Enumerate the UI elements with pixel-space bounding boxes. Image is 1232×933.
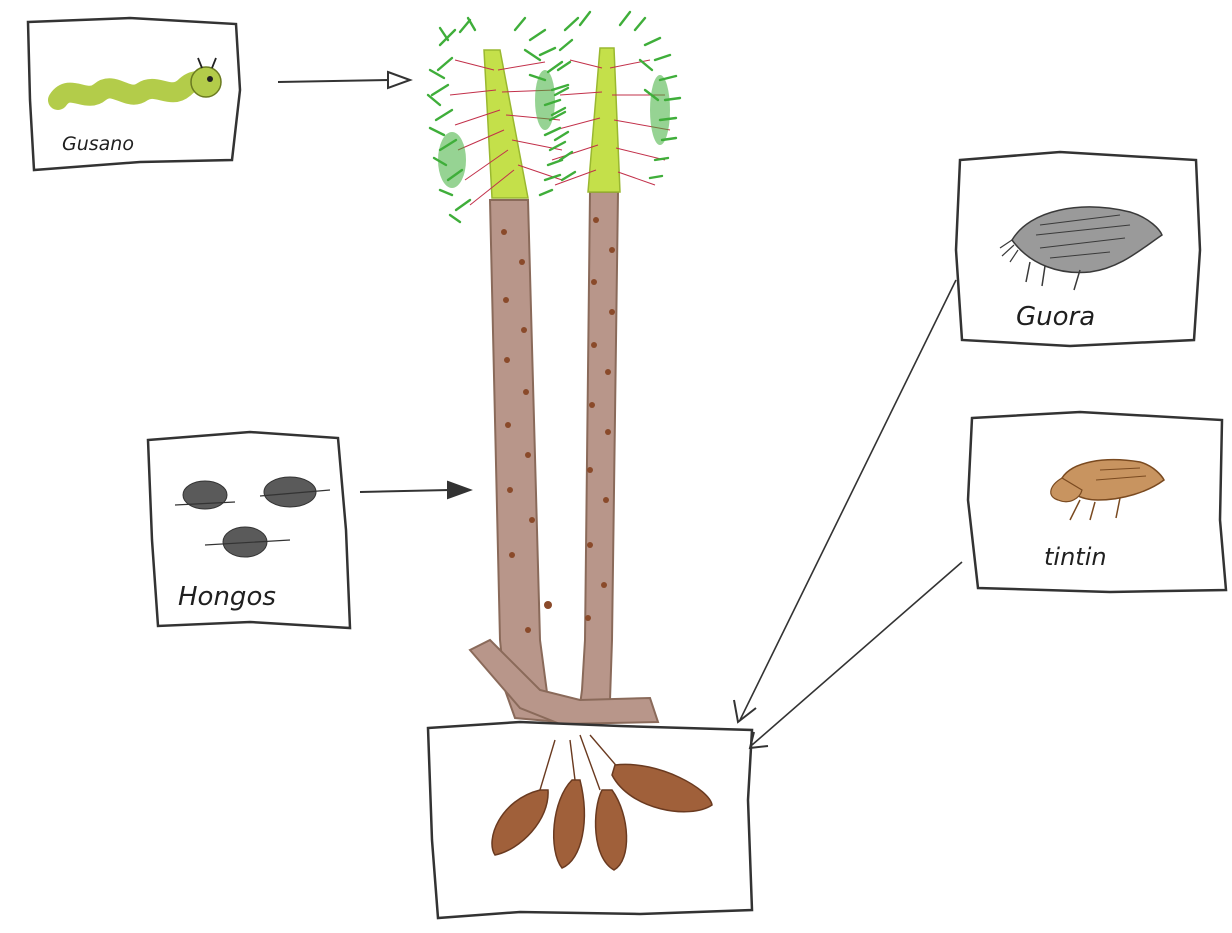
plant-icon xyxy=(428,12,680,724)
tintin-label: tintin xyxy=(1044,543,1107,571)
worm-arrow xyxy=(278,80,390,82)
tintin-box: tintin xyxy=(968,412,1226,592)
rat-box: Guora xyxy=(956,152,1200,346)
tintin-arrow xyxy=(752,562,962,745)
fungi-box: Hongos xyxy=(148,432,350,628)
tubers-box-frame xyxy=(428,722,752,918)
rat-arrow xyxy=(740,280,956,720)
leaves-fill xyxy=(438,70,670,188)
worm-label: Gusano xyxy=(62,133,134,155)
leaf-veins xyxy=(450,60,670,205)
worm-box: Gusano xyxy=(28,18,240,170)
rat-label: Guora xyxy=(1016,302,1095,332)
fungi-arrowhead xyxy=(448,482,470,498)
right-stem xyxy=(578,192,620,722)
stem-base xyxy=(470,640,658,724)
fungi-arrow xyxy=(360,490,450,492)
tubers-box xyxy=(428,722,752,918)
fungi-label: Hongos xyxy=(178,582,276,612)
leaves xyxy=(428,12,680,222)
worm-arrowhead xyxy=(388,72,410,88)
left-stem xyxy=(490,200,560,722)
